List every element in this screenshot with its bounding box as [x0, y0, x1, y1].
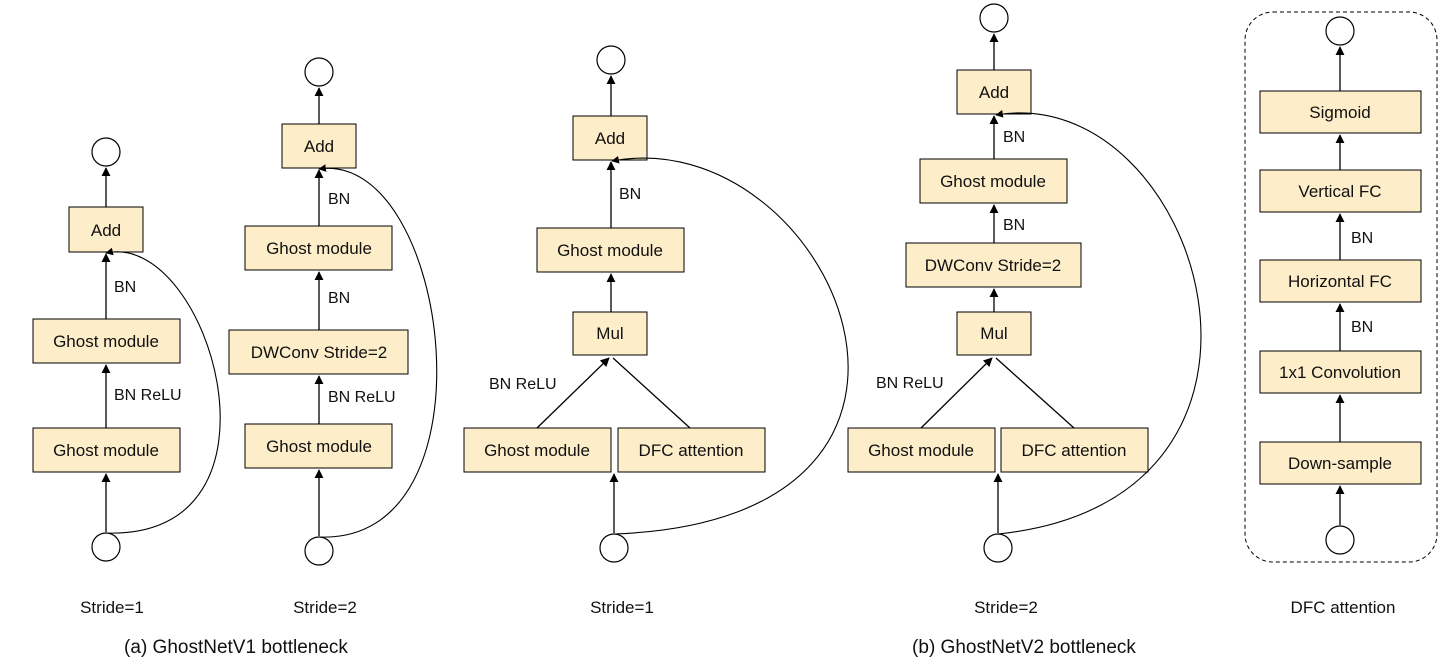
input-node: [91, 532, 121, 562]
add-label: Add: [595, 129, 625, 148]
v1-stride1-block: Add BN Ghost module BN ReLU Ghost module…: [32, 137, 221, 617]
caption-stride1: Stride=1: [590, 598, 654, 617]
arrow-dfc-to-mul: [612, 357, 691, 429]
add-box: [956, 69, 1032, 115]
title-ghostnetv1: (a) GhostNetV1 bottleneck: [124, 637, 348, 658]
ghost-module-box: [919, 158, 1068, 204]
input-node: [1325, 525, 1355, 555]
v2-stride1-block: Add BN Ghost module Mul BN ReLU Ghost mo…: [463, 45, 849, 617]
ghost-module-top-label: Ghost module: [53, 332, 159, 351]
caption-dfc: DFC attention: [1291, 598, 1396, 617]
ghost-module-bottom-label: Ghost module: [868, 441, 974, 460]
bn-relu-label: BN ReLU: [489, 376, 557, 393]
v1-stride2-block: Add BN Ghost module BN DWConv Stride=2 B…: [228, 57, 438, 617]
dfc-attention-label: DFC attention: [1022, 441, 1127, 460]
v2-stride2-block: Add BN Ghost module BN DWConv Stride=2 M…: [847, 3, 1202, 617]
ghost-module-bottom-box: [32, 427, 181, 473]
bn-relu-label: BN ReLU: [114, 387, 182, 404]
horizontal-fc-box: [1259, 259, 1422, 303]
input-node: [599, 533, 629, 563]
sigmoid-label: Sigmoid: [1309, 103, 1370, 122]
add-label: Add: [304, 137, 334, 156]
bn-upper-label: BN: [1351, 230, 1373, 247]
arrow-ghost-to-mul: [536, 357, 610, 429]
output-node: [91, 137, 121, 167]
mul-box: [956, 311, 1032, 356]
bn-label: BN: [328, 191, 350, 208]
downsample-label: Down-sample: [1288, 454, 1392, 473]
ghost-module-bottom-box: [244, 423, 393, 469]
dfc-attention-box: [617, 427, 766, 473]
dfc-attention-panel: Sigmoid Vertical FC BN Horizontal FC BN …: [1244, 11, 1438, 617]
ghost-module-box: [536, 227, 685, 273]
add-label: Add: [979, 83, 1009, 102]
bn-label: BN: [114, 279, 136, 296]
caption-stride1: Stride=1: [80, 598, 144, 617]
dwconv-box: [905, 242, 1082, 288]
caption-stride2: Stride=2: [293, 598, 357, 617]
output-node: [979, 3, 1009, 33]
skip-connection: [318, 164, 438, 538]
bn-label: BN: [619, 186, 641, 203]
dfc-attention-box: [1000, 427, 1149, 473]
vertical-fc-box: [1259, 169, 1422, 213]
mul-box: [572, 311, 648, 356]
title-ghostnetv2: (b) GhostNetV2 bottleneck: [912, 637, 1136, 658]
mul-label: Mul: [980, 324, 1007, 343]
bn-relu-label: BN ReLU: [876, 375, 944, 392]
bn-label: BN: [1003, 129, 1025, 146]
output-node: [304, 57, 334, 87]
arrow-ghost-to-mul: [920, 357, 993, 429]
add-box: [281, 123, 357, 169]
ghost-module-top-box: [32, 318, 181, 364]
ghost-module-top-label: Ghost module: [266, 239, 372, 258]
caption-stride2: Stride=2: [974, 598, 1038, 617]
add-box: [572, 115, 648, 161]
skip-connection: [611, 155, 849, 535]
output-node: [596, 45, 626, 75]
dwconv-box: [228, 329, 409, 375]
ghost-module-label: Ghost module: [557, 241, 663, 260]
conv-box: [1259, 350, 1422, 394]
add-label: Add: [91, 221, 121, 240]
sigmoid-box: [1259, 90, 1422, 134]
input-node: [304, 536, 334, 566]
bn-mid-label: BN: [328, 290, 350, 307]
downsample-box: [1259, 441, 1422, 485]
dwconv-label: DWConv Stride=2: [925, 256, 1062, 275]
horizontal-fc-label: Horizontal FC: [1288, 272, 1392, 291]
ghost-module-bottom-box: [847, 427, 996, 473]
input-node: [983, 533, 1013, 563]
arrow-dfc-to-mul: [995, 357, 1075, 429]
mul-label: Mul: [596, 324, 623, 343]
bn-mid-label: BN: [1003, 217, 1025, 234]
ghost-module-bottom-label: Ghost module: [53, 441, 159, 460]
vertical-fc-label: Vertical FC: [1298, 182, 1381, 201]
skip-connection: [995, 110, 1202, 535]
dashed-frame: [1244, 11, 1438, 563]
bn-relu-label: BN ReLU: [328, 389, 396, 406]
ghost-module-label: Ghost module: [940, 172, 1046, 191]
ghost-module-bottom-label: Ghost module: [266, 437, 372, 456]
dwconv-label: DWConv Stride=2: [251, 343, 388, 362]
bn-lower-label: BN: [1351, 319, 1373, 336]
dfc-attention-label: DFC attention: [639, 441, 744, 460]
ghost-module-bottom-box: [463, 427, 612, 473]
output-node: [1325, 16, 1355, 46]
ghost-module-bottom-label: Ghost module: [484, 441, 590, 460]
ghost-module-top-box: [244, 225, 393, 271]
conv-label: 1x1 Convolution: [1279, 363, 1401, 382]
